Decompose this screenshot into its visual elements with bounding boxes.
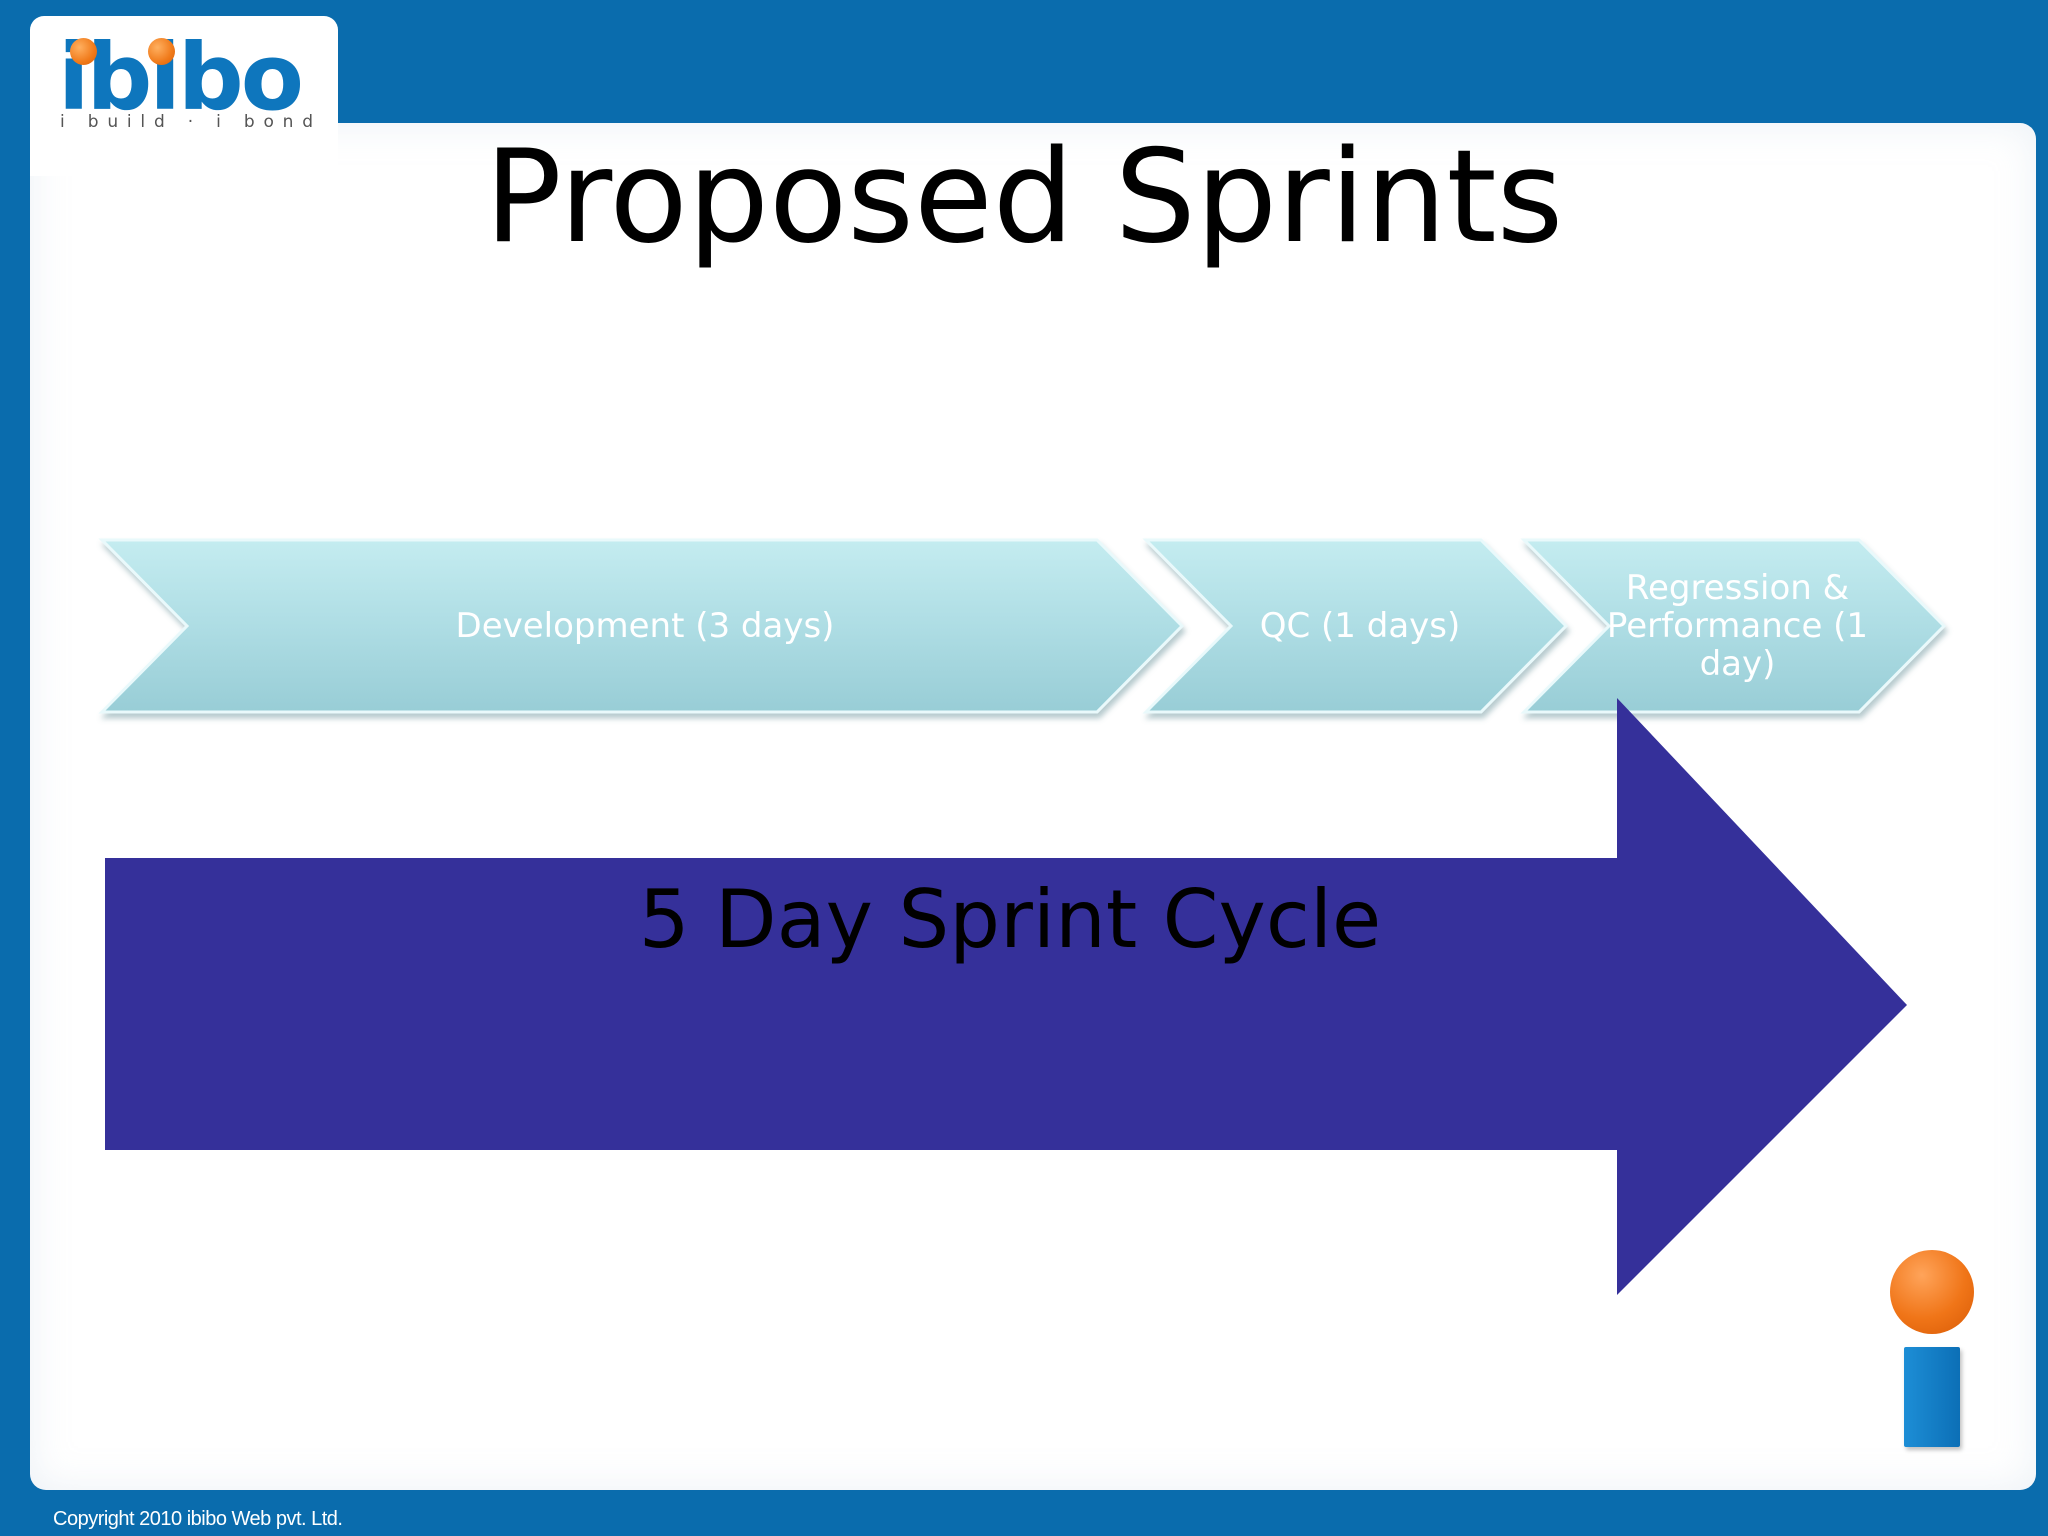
- logo-tagline: i build · i bond: [60, 112, 322, 132]
- brand-i-dot: [1890, 1250, 1974, 1334]
- chevron-development: [98, 538, 1185, 714]
- chevron-regression: [1520, 538, 1947, 714]
- chevron-label-qc: QC (1 days): [1259, 606, 1461, 646]
- chevron-label-regression: Regression & Performance (1 day): [1606, 568, 1869, 684]
- sprint-cycle-arrow: [105, 698, 1907, 1295]
- footer-copyright: Copyright 2010 ibibo Web pvt. Ltd.: [53, 1508, 343, 1530]
- logo-wordmark: ibibo: [58, 24, 304, 131]
- chevron-qc: [1142, 538, 1569, 714]
- ibibo-i-icon: [1880, 1245, 1974, 1455]
- slide-title: Proposed Sprints: [484, 123, 1564, 272]
- chevron-label-development: Development (3 days): [455, 606, 835, 646]
- sprint-cycle-label: 5 Day Sprint Cycle: [638, 873, 1382, 966]
- logo-dot-2: [148, 38, 175, 65]
- logo-dot-1: [70, 38, 97, 65]
- ibibo-logo: ibibo i build · i bond: [58, 24, 313, 135]
- brand-i-bar: [1904, 1347, 1960, 1447]
